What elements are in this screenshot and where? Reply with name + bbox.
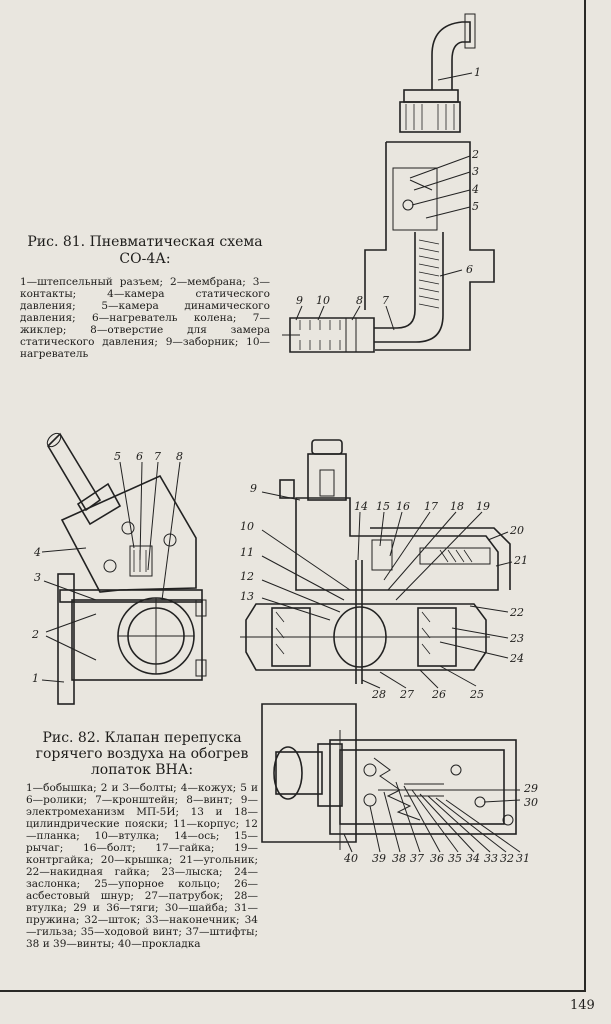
fig82-callout-21: 21 bbox=[513, 554, 528, 567]
fig81-caption-text: 1—штепсельный разъем; 2—мембрана; 3—конт… bbox=[20, 276, 270, 360]
fig82-callout-7: 7 bbox=[154, 450, 161, 463]
fig81-callout-10: 10 bbox=[316, 294, 330, 307]
fig82-callout-6: 6 bbox=[136, 450, 143, 463]
fig81-caption-title: Рис. 81. Пневматическая схема СО-4А: bbox=[27, 234, 263, 267]
fig81-housing bbox=[375, 141, 495, 351]
fig82-callout-38: 38 bbox=[392, 852, 406, 865]
fig81-callout-5: 5 bbox=[472, 200, 479, 213]
fig81-intake bbox=[289, 317, 375, 353]
fig81-callout-2: 2 bbox=[471, 148, 479, 161]
fig81-callout-6: 6 bbox=[466, 263, 473, 276]
fig82-callout-9: 9 bbox=[250, 482, 257, 495]
fig82-callout-30: 30 bbox=[524, 796, 538, 809]
fig81-nut-body bbox=[399, 101, 461, 133]
fig82-callout-3: 3 bbox=[34, 571, 41, 584]
fig82-callout-8: 8 bbox=[176, 450, 183, 463]
fig82-callout-17: 17 bbox=[424, 500, 438, 513]
fig81-nut bbox=[403, 89, 459, 103]
fig81-callout-3: 3 bbox=[472, 165, 479, 178]
fig82-callout-31: 31 bbox=[516, 852, 530, 865]
fig81-callout-8: 8 bbox=[356, 294, 363, 307]
fig82-callout-14: 14 bbox=[354, 500, 368, 513]
fig82-callout-10: 10 bbox=[240, 520, 254, 533]
fig82-callout-35: 35 bbox=[448, 852, 462, 865]
page-edge-vertical bbox=[584, 0, 586, 990]
fig82-callout-28: 28 bbox=[371, 688, 386, 701]
fig81-drawing: 1 2 3 4 5 6 7 8 9 10 bbox=[282, 13, 495, 353]
fig82-callout-36: 36 bbox=[430, 852, 444, 865]
fig82-callout-11: 11 bbox=[240, 546, 254, 559]
fig82-callout-1: 1 bbox=[32, 672, 39, 685]
fig82-center-view: 9 10 11 12 13 14 15 16 17 18 19 20 21 22… bbox=[240, 439, 528, 701]
fig82-callout-39: 39 bbox=[372, 852, 386, 865]
fig82-callout-23: 23 bbox=[509, 632, 524, 645]
fig82-callout-20: 20 bbox=[509, 524, 524, 537]
fig82-caption: Рис. 82. Клапан перепуска горячего возду… bbox=[26, 730, 258, 950]
fig82-caption-title: Рис. 82. Клапан перепуска горячего возду… bbox=[35, 730, 249, 778]
page-number: 149 bbox=[570, 998, 595, 1013]
fig82-callout-2: 2 bbox=[31, 628, 39, 641]
fig81-caption: Рис. 81. Пневматическая схема СО-4А: 1—ш… bbox=[20, 234, 270, 360]
fig81-callout-4: 4 bbox=[471, 183, 479, 196]
fig82-callout-24: 24 bbox=[509, 652, 524, 665]
fig82-callout-12: 12 bbox=[240, 570, 254, 583]
fig82-callout-40: 40 bbox=[343, 852, 358, 865]
fig81-callout-9: 9 bbox=[296, 294, 303, 307]
fig82-callout-32: 32 bbox=[500, 852, 514, 865]
fig82-callout-29: 29 bbox=[523, 782, 538, 795]
fig81-housing-left bbox=[364, 142, 387, 310]
fig82-callout-27: 27 bbox=[399, 688, 414, 701]
fig81-callout-7: 7 bbox=[382, 294, 389, 307]
fig82-callout-5: 5 bbox=[114, 450, 121, 463]
fig82-left-view: 1 2 3 4 5 6 7 8 bbox=[31, 432, 207, 705]
fig81-chamber bbox=[392, 167, 438, 231]
fig82-callout-22: 22 bbox=[509, 606, 524, 619]
fig82-callout-13: 13 bbox=[240, 590, 254, 603]
fig81-connector-cap bbox=[464, 13, 476, 49]
fig82-callout-37: 37 bbox=[410, 852, 424, 865]
fig82-callout-25: 25 bbox=[469, 688, 484, 701]
fig82-callout-19: 19 bbox=[476, 500, 490, 513]
fig82-callout-18: 18 bbox=[450, 500, 464, 513]
fig82-callout-34: 34 bbox=[466, 852, 480, 865]
fig82-callout-15: 15 bbox=[376, 500, 390, 513]
fig82-callout-4: 4 bbox=[33, 546, 41, 559]
fig81-connector-elbow bbox=[431, 21, 471, 90]
fig82-callout-33: 33 bbox=[484, 852, 498, 865]
fig82-callout-16: 16 bbox=[396, 500, 410, 513]
fig81-callout-1: 1 bbox=[474, 66, 481, 79]
fig82-callout-26: 26 bbox=[431, 688, 446, 701]
fig82-caption-text: 1—бобышка; 2 и 3—болты; 4—кожух; 5 и 6—р… bbox=[26, 782, 258, 950]
fig82-bottom-view: 29 30 31 32 33 34 35 36 37 38 39 40 bbox=[261, 703, 538, 865]
page-edge-horizontal bbox=[0, 990, 586, 992]
